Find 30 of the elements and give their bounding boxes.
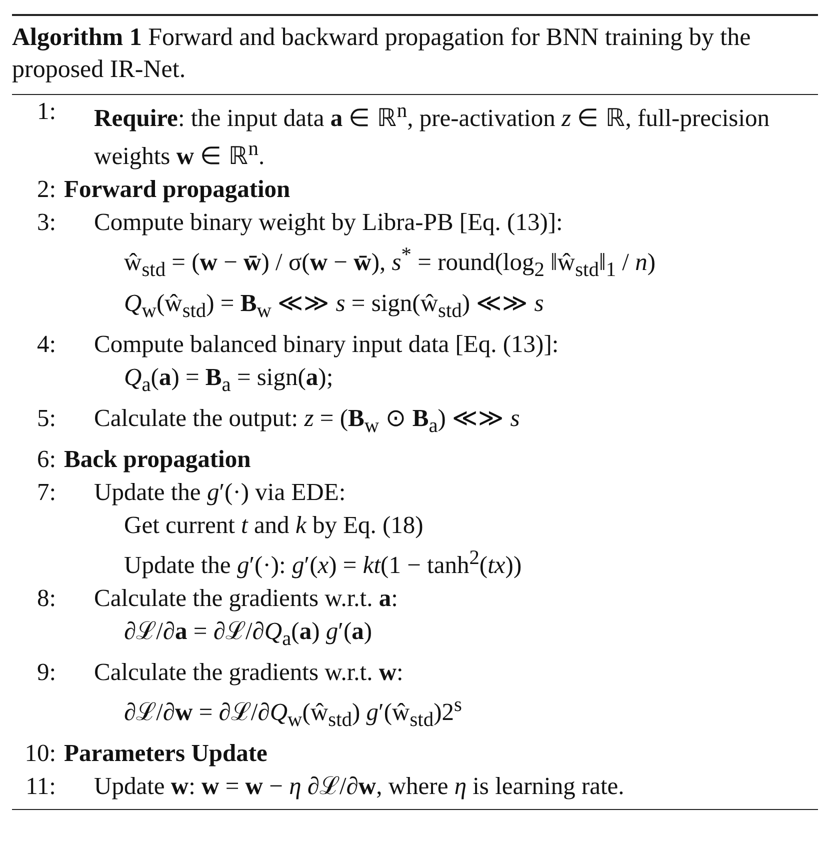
line-number: 10: [24,739,56,770]
algorithm-step: Calculate the gradients w.r.t. w: [94,657,818,688]
algorithm-step: Update the g′(·) via EDE: [94,477,818,508]
line-number: 7: [36,478,56,508]
line-number: 3: [36,208,56,238]
line-number: 6: [36,445,56,476]
line-number: 2: [36,175,56,206]
line-number: 1: [36,97,56,127]
formula: Q$_{a}$(a) = B$_{a}$ = sign(a); [124,363,334,398]
formula: ∂ℒ/∂a = ∂ℒ/∂Q$_{a}$(a) g′(a) [124,617,374,652]
formula: ∂ℒ/∂w = ∂ℒ/∂Q$_{w}$(ŵ$_{std}$) g′(ŵ$_{std}$)2$^{s}$ [124,693,463,734]
algorithm-title: Algorithm 1 Forward and backward propagation for BNN training by the proposed IR-Net. [12,23,752,85]
algorithm-step: Require: the input data a ∈ ℝ$^{n}$, pre-activation z ∈ ℝ, full-precision weights w ∈ ℝ$^{n}$. [94,96,818,172]
formula: ŵ$_{std}$ = (w − w̄) / σ(w − w̄), s$^{*}$ = round(log$_{2}$ ‖ŵ$_{std}$‖$_{1}$ / n) [124,243,657,284]
algorithm-step: Calculate the output: z = (B$_{w}$ ⊙ B$_{a}$) ≪≫ s [94,403,818,442]
section-heading: Parameters Update [64,739,268,770]
line-number: 5: [36,404,56,434]
section-heading: Forward propagation [64,175,292,206]
line-number: 8: [36,584,56,614]
algorithm-step: Update w: w = w − η ∂ℒ/∂w, where η is learning rate. [94,771,818,802]
line-number: 11: [24,772,56,802]
algorithm-step: Update the g′(·): g′(x) = kt(1 − tanh$^{2}$(tx)) [124,543,818,582]
line-number: 4: [36,330,56,360]
formula: Q$_{w}$(ŵ$_{std}$) = B$_{w}$ ≪≫ s = sign(ŵ$_{std}$) ≪≫ s [124,289,545,324]
section-heading: Back propagation [64,445,252,476]
algorithm-step: Compute balanced binary input data [Eq. (13)]: [94,329,818,360]
line-number: 9: [36,658,56,688]
algorithm-step: Get current t and k by Eq. (18) [124,510,818,542]
algorithm-step: Compute binary weight by Libra-PB [Eq. (13)]: [94,207,818,238]
algorithm-step: Calculate the gradients w.r.t. a: [94,583,818,614]
